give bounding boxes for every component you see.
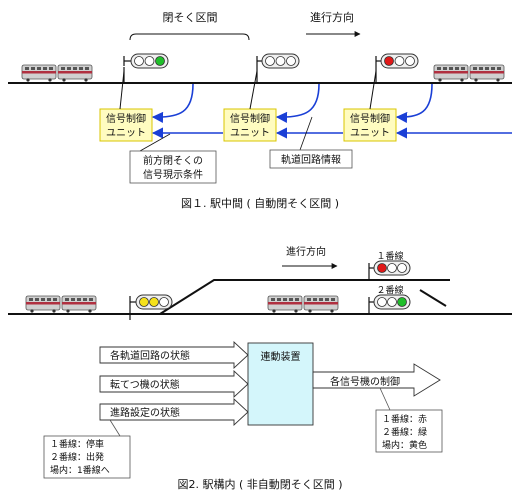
svg-text:信号現示条件: 信号現示条件 [143, 168, 203, 181]
svg-text:ユニット: ユニット [230, 128, 270, 139]
signal-2-fig1 [256, 53, 300, 83]
block-section-bracket [129, 33, 250, 41]
output-arrow-signal-control: 各信号機の制御 [312, 363, 441, 397]
signal-lamp [387, 263, 397, 273]
train-right-fig1 [433, 64, 505, 83]
signal-lamp [397, 263, 407, 273]
signal-lamp [144, 56, 155, 66]
track2-signal [368, 294, 411, 314]
input-arrow-points: 転てつ機の状態 [99, 369, 249, 399]
signal-lamp [377, 263, 387, 273]
fig2-caption: 図2. 駅構内 ( 非自動閉そく区間 ) [177, 477, 342, 491]
interlocking-device: 連動装置 [247, 342, 314, 426]
track1-signal [368, 260, 411, 280]
signal-lamp [405, 56, 415, 66]
train-left-fig2 [25, 295, 97, 314]
svg-text:信号制御: 信号制御 [106, 112, 146, 125]
input-arrow-track-circuits: 各軌道回路の状態 [99, 340, 249, 370]
svg-text:各軌道回路の状態: 各軌道回路の状態 [110, 349, 190, 362]
signal-control-unit-2: 信号制御 ユニット [223, 108, 277, 142]
signal-aspect-note: １番線：赤 ２番線：緑 場内：黄色 [375, 409, 443, 453]
signal-lamp [265, 56, 275, 66]
signal-1-fig1 [123, 53, 169, 83]
train-station-fig2 [267, 295, 339, 314]
track-circuit-arrow [275, 83, 320, 123]
forward-condition-callout: 前方閉そくの 信号現示条件 [129, 150, 217, 184]
svg-text:信号制御: 信号制御 [350, 112, 390, 125]
signal-lamp [155, 56, 165, 66]
block-section-label: 閉そく区間 [163, 11, 218, 24]
signal-lamp [286, 56, 296, 66]
track1-label: １番線 [376, 250, 403, 262]
svg-text:進路設定の状態: 進路設定の状態 [110, 406, 180, 419]
track-end-fig2 [419, 289, 447, 307]
signal-lamp [384, 56, 394, 66]
track-circuit-arrow [151, 83, 194, 123]
svg-text:場内：1番線へ: 場内：1番線へ [50, 464, 110, 476]
svg-text:前方閉そくの: 前方閉そくの [143, 154, 203, 167]
figure-1: 閉そく区間 進行方向 [8, 10, 512, 210]
home-signal [129, 294, 173, 320]
route-setting-note: １番線：停車 ２番線：出発 場内：1番線へ [43, 435, 131, 479]
track-circuit-callout: 軌道回路情報 [269, 149, 353, 169]
input-arrow-route-setting: 進路設定の状態 [99, 397, 249, 427]
signal-lamp [139, 297, 149, 307]
svg-text:場内：黄色: 場内：黄色 [382, 439, 427, 451]
svg-text:ユニット: ユニット [106, 128, 146, 139]
svg-text:１番線：停車: １番線：停車 [50, 438, 104, 450]
signal-lamp [377, 297, 387, 307]
svg-text:信号制御: 信号制御 [230, 112, 270, 125]
signal-lamp [397, 297, 407, 307]
svg-text:連動装置: 連動装置 [261, 350, 301, 363]
direction-label-fig2: 進行方向 [286, 245, 326, 258]
svg-text:軌道回路情報: 軌道回路情報 [281, 153, 341, 166]
svg-text:１番線：赤: １番線：赤 [382, 413, 427, 425]
signal-lamp [159, 297, 169, 307]
figure-2: 進行方向 １番線 [8, 245, 512, 491]
signal-lamp [149, 297, 159, 307]
track-circuit-arrow [395, 83, 433, 124]
signal-lamp [387, 297, 397, 307]
svg-text:２番線：出発: ２番線：出発 [50, 451, 104, 463]
signal-3-fig1 [375, 53, 419, 83]
track2-label: ２番線 [376, 284, 403, 296]
direction-label-fig1: 進行方向 [310, 10, 354, 24]
svg-text:２番線：緑: ２番線：緑 [382, 426, 427, 438]
signal-control-unit-3: 信号制御 ユニット [343, 108, 397, 142]
signal-control-unit-1: 信号制御 ユニット [99, 108, 153, 142]
signal-lamp [134, 56, 144, 66]
svg-text:転てつ機の状態: 転てつ機の状態 [110, 378, 180, 391]
siding-rail-fig2 [159, 279, 450, 315]
fig1-caption: 図１. 駅中間 ( 自動閉そく区間 ) [181, 196, 339, 210]
signal-lamp [394, 56, 405, 66]
svg-text:ユニット: ユニット [350, 128, 390, 139]
train-left-fig1 [21, 64, 93, 83]
signal-lamp [275, 56, 286, 66]
svg-text:各信号機の制御: 各信号機の制御 [330, 375, 400, 388]
